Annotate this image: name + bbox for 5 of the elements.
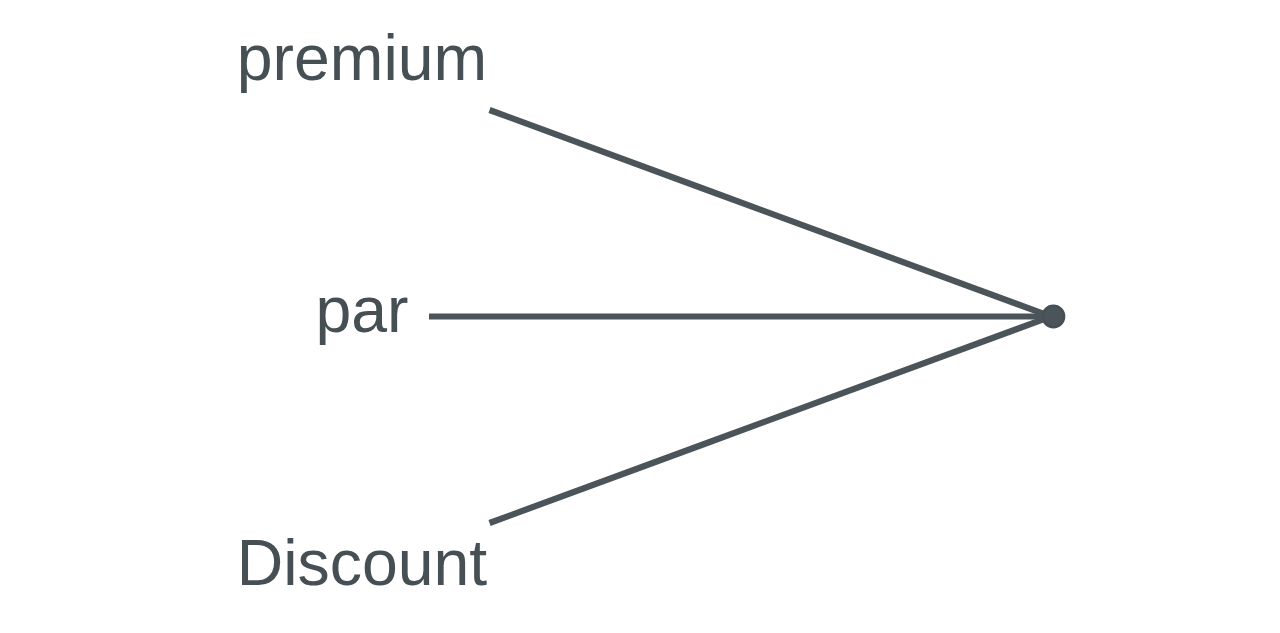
connector	[488, 316, 1044, 526]
node-text: Discount	[236, 526, 488, 599]
node-point	[1041, 304, 1066, 329]
node-text: premium	[236, 21, 488, 94]
node-text: par	[315, 274, 409, 347]
